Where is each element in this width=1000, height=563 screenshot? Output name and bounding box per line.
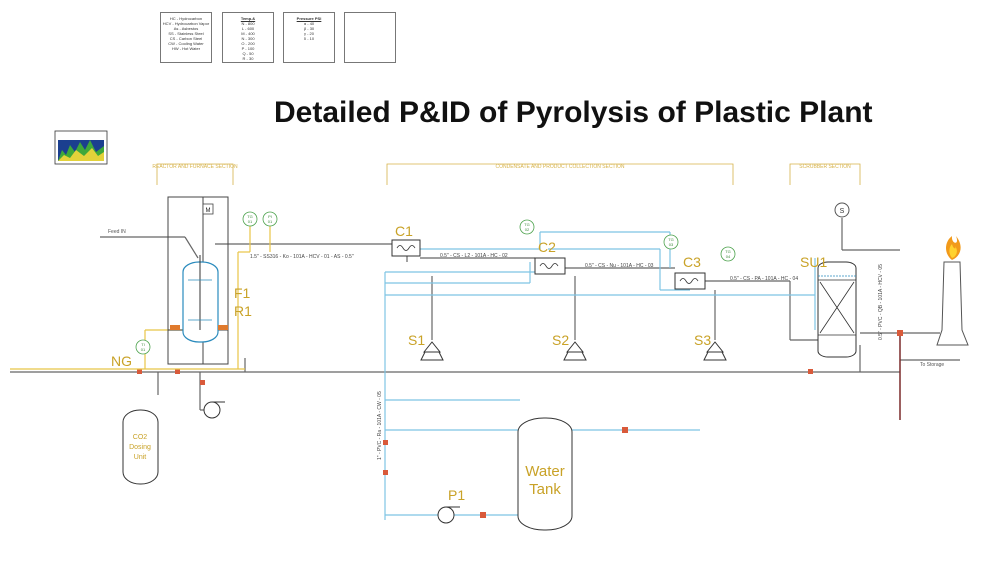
label-su1: SU1 xyxy=(800,254,827,270)
legend-pressure-item: δ - 10 xyxy=(303,36,315,41)
ti1-num: 01 xyxy=(141,347,146,352)
separator-s1 xyxy=(420,341,444,361)
label-co2-1: CO2 xyxy=(133,434,148,441)
condenser-c3 xyxy=(674,272,706,290)
legend-temperature-item: N - 800 xyxy=(241,21,255,26)
legend-temperature-item: R - 30 xyxy=(242,56,254,61)
tg1-num: 01 xyxy=(248,219,253,224)
legend-temperature-item: N - 300 xyxy=(241,36,255,41)
tg1-tag: TG xyxy=(247,214,253,219)
page-title: Detailed P&ID of Pyrolysis of Plastic Pl… xyxy=(274,96,873,129)
feed-in-label: Feed IN xyxy=(108,229,126,235)
valve-markers xyxy=(137,330,903,518)
sensor-label: S xyxy=(840,208,845,215)
condenser-c2 xyxy=(534,257,566,275)
monitor-chart-icon xyxy=(54,130,108,165)
cooling-water-lines xyxy=(384,231,816,520)
tg3-tag: TG xyxy=(668,237,674,242)
legend-abbreviation-item: CW - Cooling Water xyxy=(168,41,204,46)
tg4-tag: TG xyxy=(725,249,731,254)
tg2-tag: TG xyxy=(524,222,530,227)
to-storage-label: To Storage xyxy=(920,362,944,368)
legend-pressure-item: α - 40 xyxy=(303,21,315,26)
legend-temperature-item: M - 400 xyxy=(241,31,255,36)
legend-pressure-item: β - 30 xyxy=(303,26,315,31)
label-water-tank-2: Tank xyxy=(529,481,561,498)
section-label-scrubber: SCRUBBER SECTION xyxy=(799,164,851,170)
sensor-icon xyxy=(834,202,850,218)
legend-abbreviation-item: As - Asbestos xyxy=(173,26,199,31)
legend-empty-box xyxy=(344,12,396,63)
tg3-num: 03 xyxy=(669,242,674,247)
label-co2-3: Unit xyxy=(134,454,147,461)
legend-pressure-heading: Pressure PSI xyxy=(296,16,322,21)
pi1-num: 01 xyxy=(268,219,273,224)
tg4-num: 04 xyxy=(726,254,731,259)
label-co2-2: Dosing xyxy=(129,444,151,451)
legend-abbreviation-item: SS - Stainless Steel xyxy=(168,31,204,36)
legend-abbreviation-item: CS - Carbon Steel xyxy=(169,36,203,41)
line-label-vertical-left: 1" - PVC - Ra - 101A - CW - 05 xyxy=(377,391,383,460)
legend-abbreviation-item: HC - Hydrocarbon xyxy=(169,16,203,21)
section-label-reactor: REACTOR AND FURNACE SECTION xyxy=(152,164,238,170)
tg2-num: 02 xyxy=(525,227,530,232)
label-c1: C1 xyxy=(395,223,413,239)
section-brackets xyxy=(156,163,861,185)
condenser-c1 xyxy=(391,239,421,257)
legend-pressure-item: γ - 20 xyxy=(303,31,314,36)
legend-abbreviation-item: HW - Hot Water xyxy=(171,46,201,51)
separator-s3 xyxy=(703,341,727,361)
label-s1: S1 xyxy=(408,332,425,348)
ti1-tag: TI xyxy=(141,342,145,347)
label-s3: S3 xyxy=(694,332,711,348)
legend-temperature-item: O - 200 xyxy=(241,41,255,46)
legend-temperature-heading: Temp.& xyxy=(240,16,256,21)
pi1-tag: PI xyxy=(268,214,272,219)
reactor-r1 xyxy=(170,255,228,343)
instrument-ti1 xyxy=(135,339,151,355)
legend-temperature-item: L - 600 xyxy=(241,26,255,31)
line-label-vertical-right: 0.5" - PVC - QB - 101A - HCV - 05 xyxy=(878,264,884,340)
label-p1: P1 xyxy=(448,487,465,503)
pump-p1 xyxy=(437,506,460,524)
water-tank xyxy=(517,417,573,531)
label-ng: NG xyxy=(111,353,132,369)
co2-dosing-unit xyxy=(122,409,159,485)
main-process-lines xyxy=(10,218,960,411)
flare-stack xyxy=(936,236,969,346)
label-water-tank-1: Water xyxy=(525,463,564,480)
legend-temperature-item: Q - 50 xyxy=(242,51,254,56)
label-c2: C2 xyxy=(538,239,556,255)
section-label-condensers: CONDENSATE AND PRODUCT COLLECTION SECTIO… xyxy=(496,164,625,170)
pump-reactor xyxy=(203,401,225,419)
label-r1: R1 xyxy=(234,303,252,319)
instrument-tg3 xyxy=(663,234,679,250)
line-label-2: 0.5" - CS - L2 - 101A - HC - 02 xyxy=(440,253,508,259)
instrument-tg2 xyxy=(519,219,535,235)
line-label-1: 1.5" - SS316 - Ko - 101A - HCV - 01 - AS… xyxy=(250,254,354,260)
motor-label: M xyxy=(206,208,211,214)
legend-abbreviation-item: HCV - Hydrocarbon Vapor xyxy=(162,21,210,26)
label-c3: C3 xyxy=(683,254,701,270)
scrubber-su1 xyxy=(817,261,857,358)
label-s2: S2 xyxy=(552,332,569,348)
label-f1: F1 xyxy=(234,285,251,301)
instrument-pi1 xyxy=(262,211,278,227)
line-label-3: 0.5" - CS - Nu - 101A - HC - 03 xyxy=(585,263,654,269)
instrument-tg1 xyxy=(242,211,258,227)
legend-temperature-item: P - 100 xyxy=(241,46,255,51)
instrument-tg4 xyxy=(720,246,736,262)
separator-s2 xyxy=(563,341,587,361)
line-label-4: 0.5" - CS - PA - 101A - HC - 04 xyxy=(730,276,798,282)
